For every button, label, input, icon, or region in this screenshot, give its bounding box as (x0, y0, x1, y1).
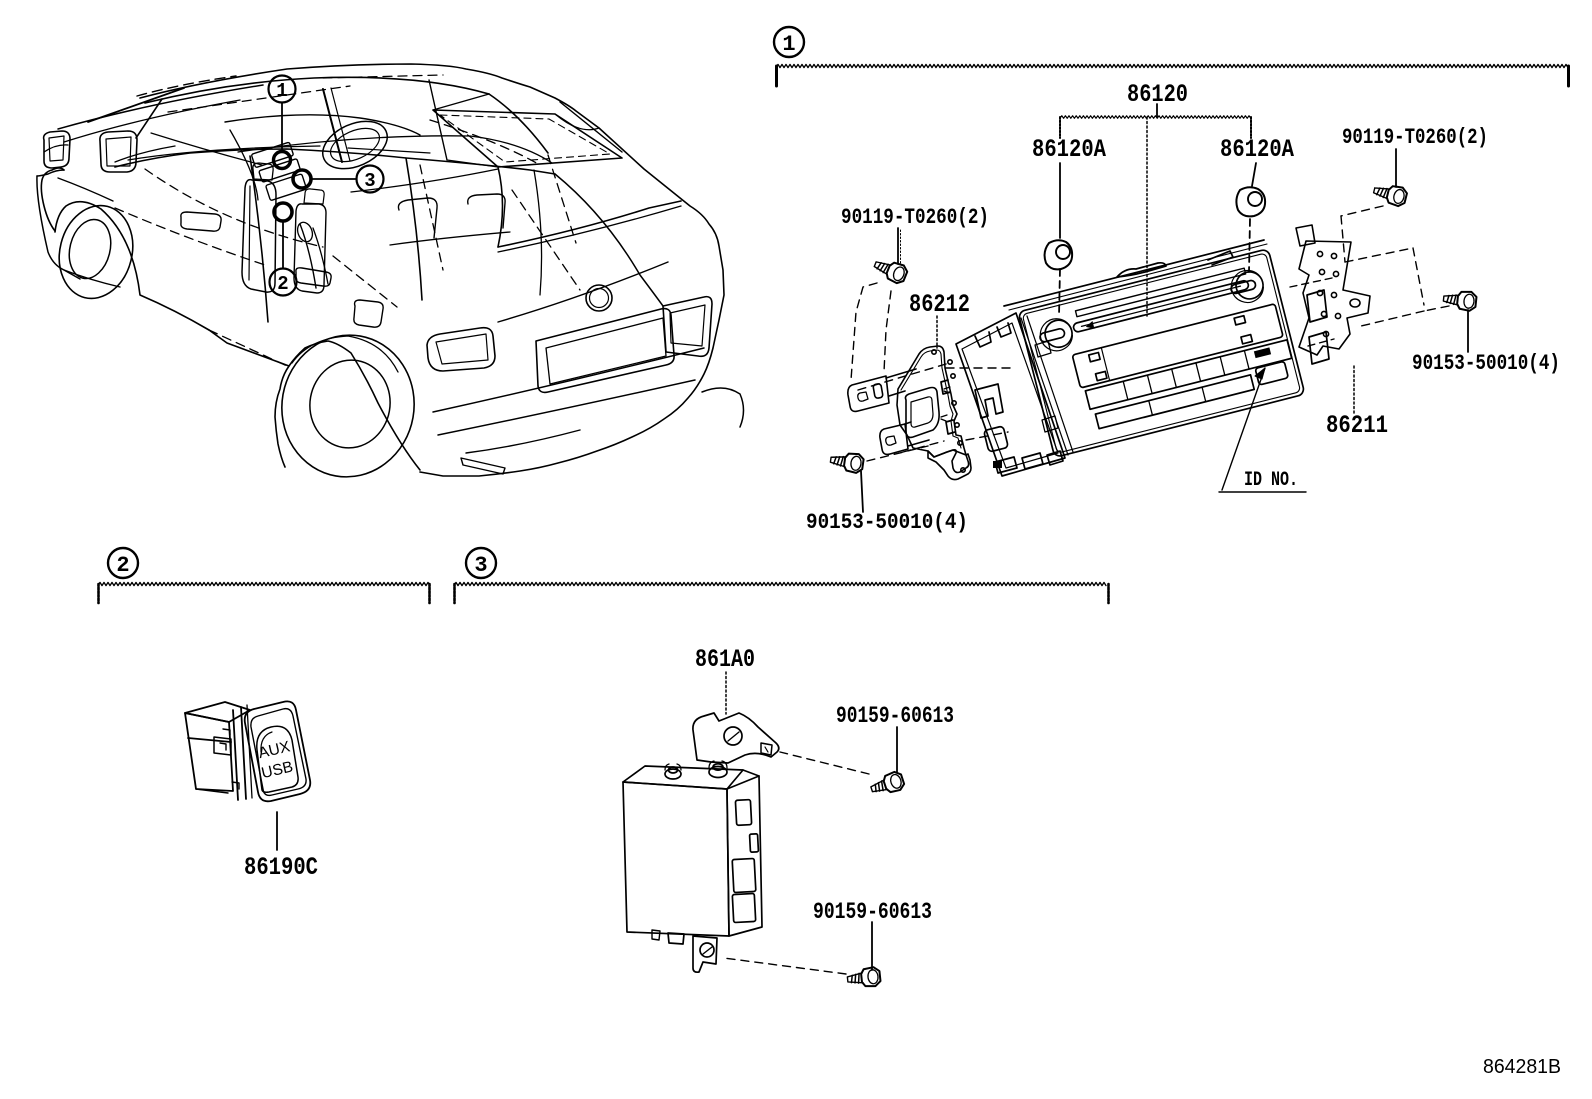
svg-text:USB: USB (260, 758, 295, 782)
svg-text:AUX: AUX (257, 738, 293, 762)
svg-text:864281B: 864281B (1483, 1056, 1561, 1078)
svg-text:90119-T0260(2): 90119-T0260(2) (1342, 125, 1488, 150)
svg-text:1: 1 (782, 32, 795, 57)
svg-text:90153-50010(4): 90153-50010(4) (1412, 351, 1560, 376)
svg-text:90159-60613: 90159-60613 (813, 899, 932, 925)
svg-text:90159-60613: 90159-60613 (836, 703, 954, 729)
svg-text:1: 1 (276, 80, 287, 102)
svg-text:3: 3 (474, 553, 487, 578)
svg-text:86211: 86211 (1326, 411, 1388, 440)
svg-text:3: 3 (364, 170, 375, 192)
svg-text:86190C: 86190C (244, 853, 318, 882)
svg-text:90119-T0260(2): 90119-T0260(2) (841, 205, 989, 230)
svg-text:86120: 86120 (1127, 80, 1188, 109)
svg-text:86120A: 86120A (1032, 135, 1106, 164)
svg-text:90153-50010(4): 90153-50010(4) (806, 510, 968, 535)
svg-text:86212: 86212 (909, 290, 970, 319)
svg-text:861A0: 861A0 (695, 645, 755, 674)
svg-text:86120A: 86120A (1220, 135, 1294, 164)
svg-text:ID NO.: ID NO. (1244, 469, 1298, 492)
svg-text:2: 2 (116, 553, 129, 578)
svg-text:2: 2 (277, 273, 288, 295)
